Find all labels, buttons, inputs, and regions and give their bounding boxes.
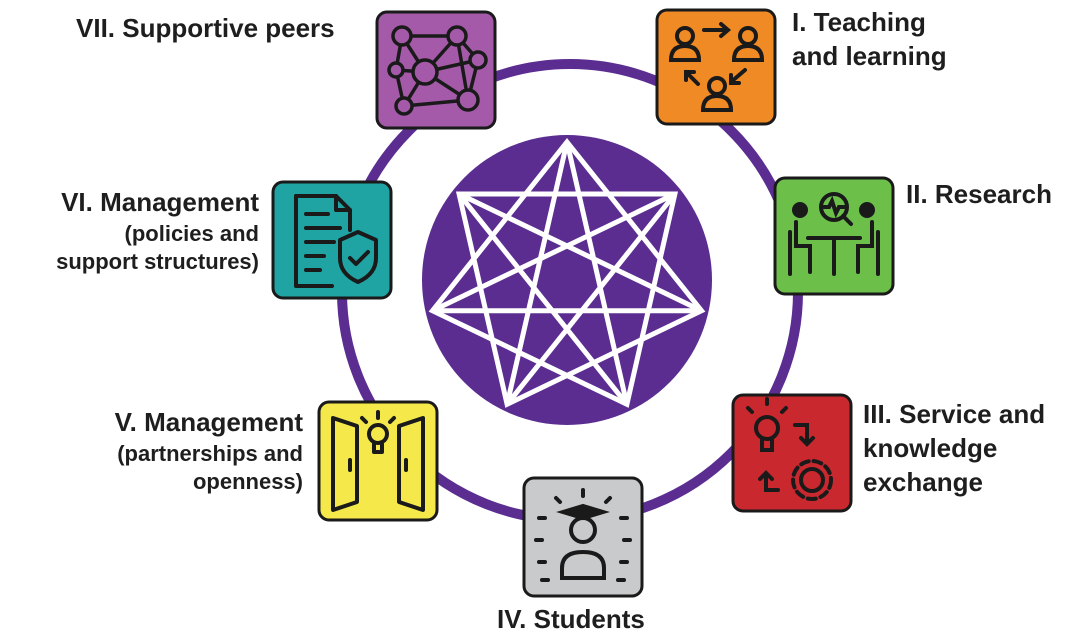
service-label-line2: knowledge — [863, 432, 998, 463]
idea-gear-icon — [746, 397, 833, 501]
star-disc — [422, 135, 712, 425]
policy-shield-icon — [294, 194, 378, 288]
policies-tile — [271, 180, 393, 300]
students-label: IV. Students — [497, 603, 645, 637]
policies-label-line3: support structures) — [56, 249, 259, 275]
policies-label-line1: VI. Management — [61, 187, 259, 217]
teaching-tile — [655, 8, 777, 126]
peers-label-line1: VII. Supportive peers — [76, 13, 335, 43]
open-door-idea-icon — [331, 410, 425, 512]
teaching-label: I. Teaching and learning — [792, 6, 947, 74]
policies-label: VI. Management (policies and support str… — [56, 186, 259, 277]
network-people-icon — [387, 25, 488, 116]
service-label-line1: III. Service and — [863, 399, 1046, 429]
students-tile — [522, 476, 644, 598]
heptagram-2 — [428, 137, 706, 408]
peers-label: VII. Supportive peers — [76, 12, 335, 46]
people-exchange-icon — [668, 22, 765, 112]
teaching-label-line1: I. Teaching — [792, 7, 926, 37]
research-tile — [773, 176, 895, 296]
partnerships-label: V. Management (partnerships and openness… — [115, 406, 303, 497]
service-label-line3: exchange — [863, 466, 983, 497]
service-tile — [731, 393, 853, 513]
partnerships-tile — [317, 400, 439, 522]
teaching-label-line2: and learning — [792, 40, 947, 71]
peers-tile — [375, 10, 497, 130]
students-label-line1: IV. Students — [497, 604, 645, 634]
partnerships-label-line2: (partnerships and — [117, 440, 303, 466]
heptagram-star — [428, 137, 706, 408]
research-label-line1: II. Research — [906, 179, 1052, 209]
policies-label-line2: (policies and — [124, 220, 259, 246]
partnerships-label-line3: openness) — [192, 469, 303, 495]
partnerships-label-line1: V. Management — [114, 407, 303, 437]
research-meeting-icon — [788, 192, 880, 276]
graduate-icon — [534, 488, 632, 582]
service-label: III. Service and knowledge exchange — [863, 398, 1045, 499]
heptagram-3 — [431, 141, 703, 406]
research-label: II. Research — [906, 178, 1052, 212]
